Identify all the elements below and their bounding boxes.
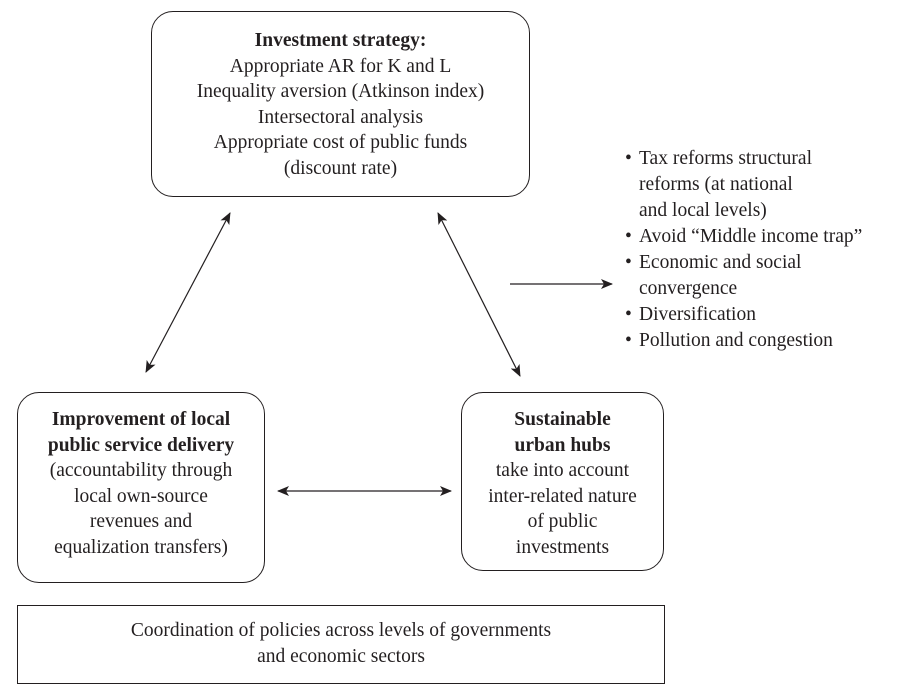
bullet-icon: • <box>625 304 632 325</box>
coordination-line: Coordination of policies across levels o… <box>130 620 552 641</box>
outcome-text: Diversification <box>639 304 756 325</box>
urban-hubs-line: take into account <box>495 460 630 481</box>
outcome-text: Tax reforms structural <box>639 148 812 169</box>
local-service-line: revenues and <box>89 511 193 532</box>
outcome-item: • Economic and social convergence <box>625 250 900 302</box>
urban-hubs-title: Sustainable <box>514 409 611 430</box>
coordination-line: and economic sectors <box>257 646 425 667</box>
urban-hubs-box: Sustainable urban hubs take into account… <box>461 392 664 571</box>
local-service-title: Improvement of local <box>51 409 231 430</box>
strategy-line: (discount rate) <box>283 157 398 179</box>
outcome-text: Avoid “Middle income trap” <box>639 226 863 247</box>
outcomes-list: • Tax reforms structural reforms (at nat… <box>625 146 900 354</box>
coordination-box: Coordination of policies across levels o… <box>17 605 665 684</box>
outcome-item: • Tax reforms structural reforms (at nat… <box>625 146 900 224</box>
investment-strategy-box: Investment strategy: Appropriate AR for … <box>151 11 530 197</box>
bullet-icon: • <box>625 252 632 273</box>
local-service-line: local own-source <box>74 485 208 507</box>
strategy-line: Intersectoral analysis <box>257 106 424 128</box>
strategy-line: Appropriate cost of public funds <box>213 132 468 153</box>
outcome-text: Pollution and congestion <box>639 330 833 351</box>
strategy-line: Appropriate AR for K and L <box>229 55 452 77</box>
investment-strategy-title: Investment strategy: <box>254 30 427 51</box>
bullet-icon: • <box>625 330 632 351</box>
outcome-item: • Pollution and congestion <box>625 328 900 354</box>
arrow-strategy-local <box>145 212 231 373</box>
strategy-line: Inequality aversion (Atkinson index) <box>196 81 485 102</box>
local-service-line: equalization transfers) <box>54 536 228 558</box>
bullet-icon: • <box>625 226 632 247</box>
outcome-item: • Diversification <box>625 302 900 328</box>
urban-hubs-title: urban hubs <box>514 434 611 456</box>
local-service-line: (accountability through <box>49 460 233 481</box>
urban-hubs-line: of public <box>527 511 598 532</box>
local-service-delivery-box: Improvement of local public service deli… <box>17 392 265 583</box>
outcome-text: reforms (at national <box>639 174 793 195</box>
urban-hubs-line: investments <box>515 536 610 558</box>
outcome-text: Economic and social <box>639 252 802 273</box>
arrow-strategy-urban <box>437 212 521 377</box>
outcome-text: convergence <box>639 278 738 299</box>
outcome-text: and local levels) <box>639 200 767 221</box>
bullet-icon: • <box>625 148 632 169</box>
local-service-title: public service delivery <box>47 434 235 456</box>
outcome-item: • Avoid “Middle income trap” <box>625 224 900 250</box>
urban-hubs-line: inter-related nature <box>488 485 637 507</box>
